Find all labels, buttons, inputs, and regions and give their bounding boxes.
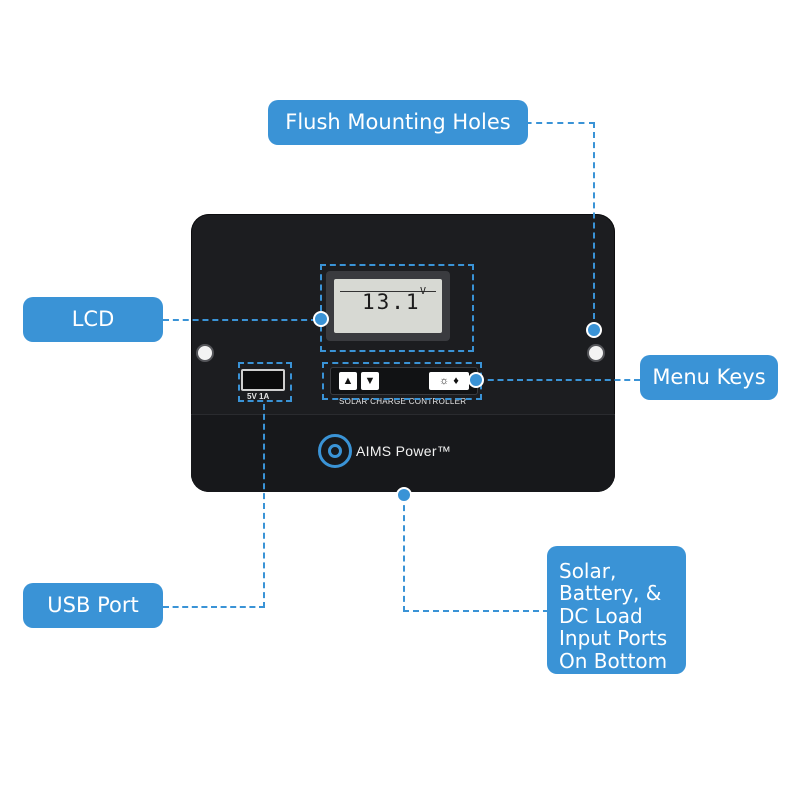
usb-highlight	[238, 362, 292, 402]
charge-controller: 13.1 V ▲ ▼ ☼ ♦ SOLAR CHARGE CONTROLLER 5…	[191, 214, 615, 492]
keys-leader	[478, 379, 640, 381]
brand-name: AIMS Power™	[356, 443, 452, 459]
lcd-screen: 13.1 V	[334, 279, 442, 333]
bottom-ports-dot	[396, 487, 412, 503]
key-down-button[interactable]: ▼	[361, 372, 379, 390]
keys-dot	[468, 372, 484, 388]
lcd-divider	[340, 291, 436, 292]
bottom-ports-line: Solar,	[559, 559, 617, 583]
lcd-reading: 13.1	[362, 290, 421, 314]
bottom-ports-leader	[403, 495, 549, 612]
controller-lower-panel	[191, 414, 615, 492]
keys-highlight	[322, 362, 482, 400]
brand-logo-icon	[318, 434, 352, 468]
usb-port	[241, 369, 285, 391]
bottom-ports-line: Input Ports	[559, 626, 668, 651]
callout-menu-keys: Menu Keys	[640, 355, 778, 400]
callout-mounting-holes: Flush Mounting Holes	[268, 100, 528, 145]
menu-keypad: ▲ ▼ ☼ ♦	[330, 367, 478, 395]
mounting-hole-left	[196, 344, 214, 362]
key-up-button[interactable]: ▲	[339, 372, 357, 390]
light-icon: ☼	[439, 375, 450, 387]
bulb-icon: ♦	[453, 375, 459, 387]
lcd-leader	[163, 319, 317, 321]
lcd-highlight	[320, 264, 474, 352]
bottom-ports-line: On Bottom	[559, 648, 668, 673]
bottom-ports-line: DC Load	[559, 603, 643, 628]
lcd-frame: 13.1 V	[326, 271, 450, 341]
lcd-unit: V	[420, 286, 427, 297]
callout-usb-port: USB Port	[23, 583, 163, 628]
mounting-leader	[515, 122, 595, 329]
key-load-button[interactable]: ☼ ♦	[429, 372, 469, 390]
usb-leader	[163, 404, 265, 608]
callout-bottom-ports: Solar, Battery, & DC Load Input Ports On…	[547, 546, 686, 674]
lcd-dot	[313, 311, 329, 327]
mounting-hole-right	[587, 344, 605, 362]
bottom-ports-line: Battery, &	[559, 581, 662, 606]
panel-label: SOLAR CHARGE CONTROLLER	[339, 397, 467, 406]
usb-label: 5V 1A	[247, 392, 270, 401]
callout-lcd: LCD	[23, 297, 163, 342]
mounting-dot	[586, 322, 602, 338]
